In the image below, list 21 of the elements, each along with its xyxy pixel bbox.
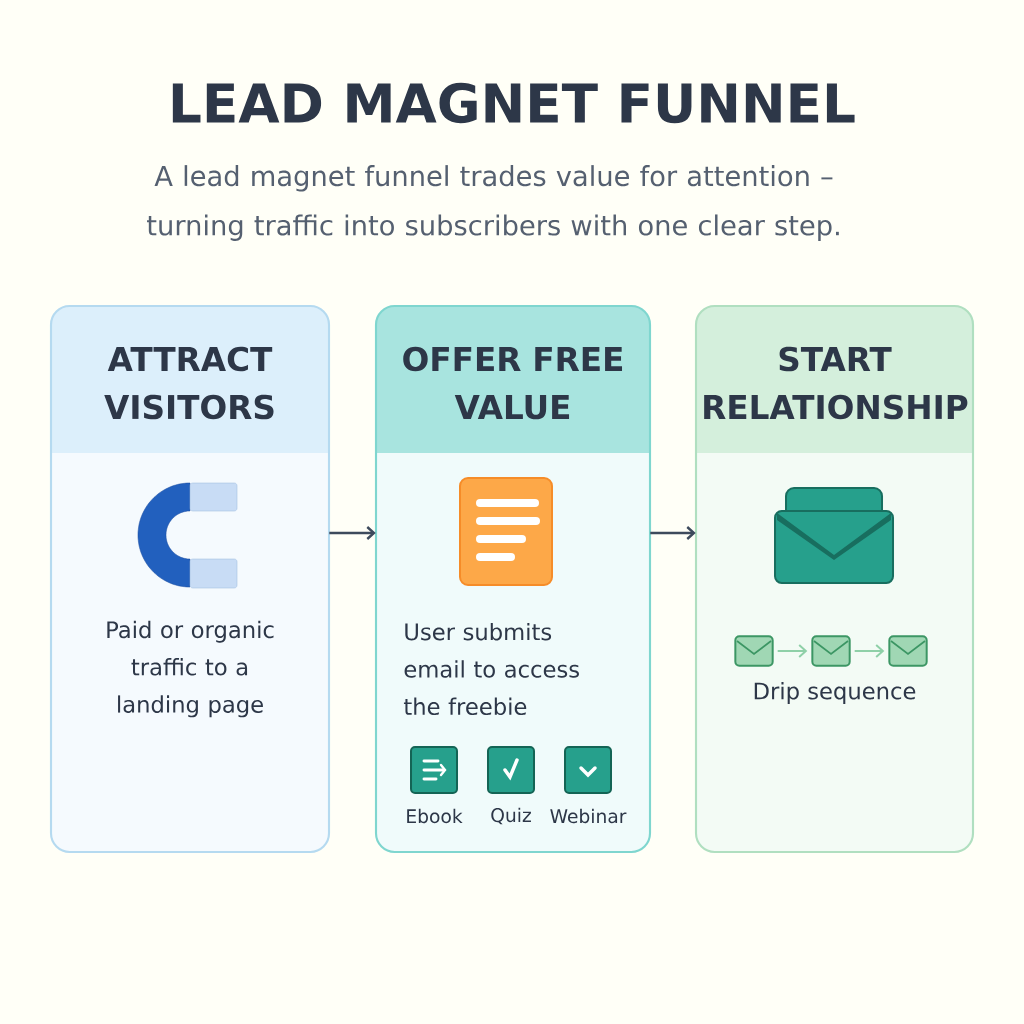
envelope-icon [734,635,774,667]
envelope-icon [888,635,928,667]
arrow [776,644,808,658]
arrow [650,526,696,540]
card-heading: ATTRACT VISITORS [104,346,274,420]
icon-label: Webinar [550,808,627,824]
icon-label: Quiz [491,807,531,825]
subtitle: A lead magnet funnel trades value for attention – turning traffic into subscribers with one clear step. [147,165,839,241]
card-text: User submits email to access the freebie [403,622,579,716]
stage-card [374,304,652,854]
arrow [853,644,885,658]
card-text: Paid or organic traffic to a landing page [107,620,274,718]
title: LEAD MAGNET FUNNEL [172,82,855,124]
card-heading: START RELATIONSHIP [704,346,968,420]
stage-card [694,304,975,854]
envelope-icon [811,635,851,667]
icon-label: Ebook [407,808,463,824]
stage-card [49,304,331,854]
card-text: Drip sequence [754,682,916,704]
card-heading: OFFER FREE VALUE [403,346,622,420]
arrow [329,526,376,540]
